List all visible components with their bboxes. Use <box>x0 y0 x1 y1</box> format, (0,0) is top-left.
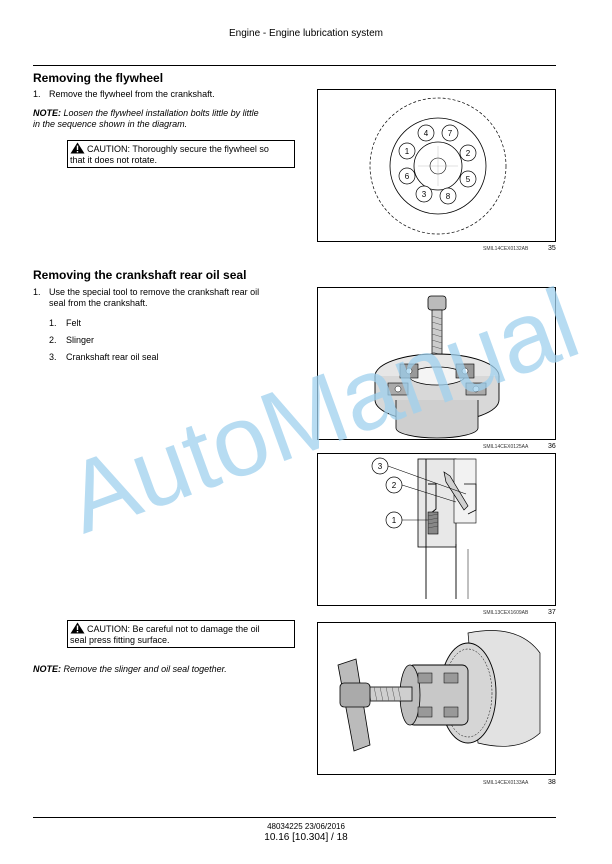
figure-36-number: 36 <box>548 443 556 450</box>
bolt-label: 4 <box>424 129 429 138</box>
callout-3: 3 <box>371 457 389 475</box>
bolt-3: 3 <box>415 185 433 203</box>
note-text: Remove the slinger and oil seal together… <box>63 664 227 674</box>
bolt-label: 8 <box>446 192 451 201</box>
bolt-6: 6 <box>398 167 416 185</box>
bolt-label: 6 <box>405 172 410 181</box>
list-item: 3. Crankshaft rear oil seal <box>49 352 159 369</box>
seal-puller-tool-illustration <box>374 295 500 439</box>
figure-35-box: 4 7 1 2 6 5 3 8 <box>317 89 556 242</box>
step-1-text: Remove the flywheel from the crankshaft. <box>49 89 215 99</box>
parts-list: 1. Felt 2. Slinger 3. Crankshaft rear oil s… <box>49 318 159 369</box>
section-heading-rear-oil-seal: Removing the crankshaft rear oil seal <box>33 268 247 282</box>
callout-1: 1 <box>385 511 403 529</box>
caution-box-flywheel: CAUTION: Thoroughly secure the flywheel … <box>67 140 295 168</box>
callout-label: 3 <box>378 462 383 471</box>
list-item: 2. Slinger <box>49 335 159 352</box>
callout-label: 1 <box>392 516 397 525</box>
figure-35-code: SMIL14CEX0132AB <box>483 246 529 252</box>
figure-38-code: SMIL14CEX0133AA <box>483 780 529 786</box>
figure-36-code: SMIL14CEX0125AA <box>483 444 529 450</box>
figure-35-number: 35 <box>548 245 556 252</box>
bolt-1: 1 <box>398 142 416 160</box>
figure-38-number: 38 <box>548 779 556 786</box>
figure-37-number: 37 <box>548 609 556 616</box>
step-1-text: Use the special tool to remove the crank… <box>49 287 299 309</box>
header-rule <box>33 65 556 66</box>
note-label: NOTE: <box>33 108 61 118</box>
section-heading-flywheel: Removing the flywheel <box>33 71 164 85</box>
list-item-number: 1. <box>49 318 57 328</box>
figure-36-box <box>317 287 556 440</box>
step-1-number: 1. <box>33 287 41 297</box>
footer-page-number: 10.16 [10.304] / 18 <box>264 832 348 843</box>
note-flywheel: NOTE: Loosen the flywheel installation b… <box>33 108 298 130</box>
bolt-label: 5 <box>466 175 471 184</box>
bolt-8: 8 <box>439 187 457 205</box>
note-label: NOTE: <box>33 664 61 674</box>
bolt-5: 5 <box>459 170 477 188</box>
caution-text-line1: CAUTION: Thoroughly secure the flywheel … <box>87 144 269 154</box>
step-1-number: 1. <box>33 89 41 99</box>
step-1-line1: Use the special tool to remove the crank… <box>49 287 260 297</box>
list-item-number: 2. <box>49 335 57 345</box>
note-text-line1: Loosen the flywheel installation bolts l… <box>63 108 259 118</box>
note-oil-seal: NOTE: Remove the slinger and oil seal to… <box>33 664 227 675</box>
tool-on-crankshaft-illustration <box>337 630 541 752</box>
warning-icon <box>70 622 85 634</box>
figure-38-box <box>317 622 556 775</box>
list-item-label: Slinger <box>66 335 95 345</box>
flywheel-diagram: 4 7 1 2 6 5 3 8 <box>369 97 507 235</box>
bolt-label: 7 <box>448 129 453 138</box>
list-item-label: Crankshaft rear oil seal <box>66 352 159 362</box>
caution-text-line2: that it does not rotate. <box>70 155 158 165</box>
caution-text-line1: CAUTION: Be careful not to damage the oi… <box>87 624 260 634</box>
list-item: 1. Felt <box>49 318 159 335</box>
bolt-label: 3 <box>422 190 427 199</box>
figure-37-box: 3 2 1 <box>317 453 556 606</box>
footer-doc-id: 48034225 23/06/2016 <box>267 822 345 831</box>
note-text-line2: in the sequence shown in the diagram. <box>33 119 188 129</box>
warning-icon <box>70 142 85 154</box>
bolt-4: 4 <box>417 124 435 142</box>
step-1-line2: seal from the crankshaft. <box>49 298 148 308</box>
caution-box-oil-seal: CAUTION: Be careful not to damage the oi… <box>67 620 295 648</box>
bolt-label: 1 <box>405 147 410 156</box>
list-item-label: Felt <box>66 318 82 328</box>
seal-cross-section-diagram: 3 2 1 <box>371 457 477 599</box>
bolt-2: 2 <box>459 144 477 162</box>
list-item-number: 3. <box>49 352 57 362</box>
caution-text-line2: seal press fitting surface. <box>70 635 170 645</box>
figure-37-code: SMIL13CEX1609AB <box>483 610 529 616</box>
callout-2: 2 <box>385 476 403 494</box>
callout-label: 2 <box>392 481 397 490</box>
bolt-7: 7 <box>441 124 459 142</box>
running-header: Engine - Engine lubrication system <box>229 28 383 39</box>
bolt-label: 2 <box>466 149 471 158</box>
footer-rule <box>33 817 556 818</box>
